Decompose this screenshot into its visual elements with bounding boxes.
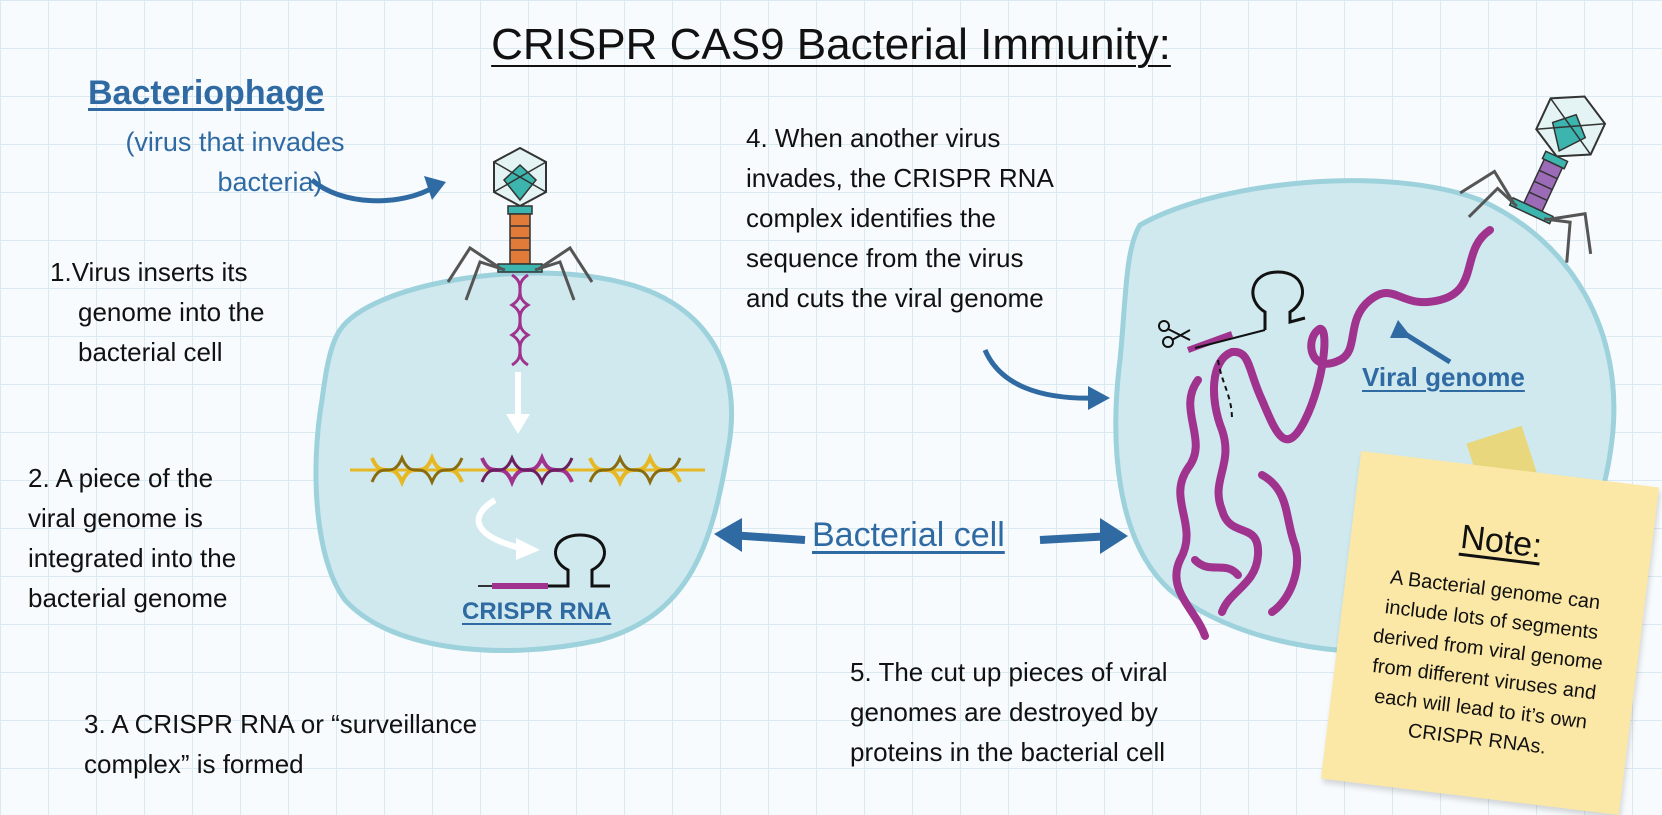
- step-5: 5. The cut up pieces of viral genomes ar…: [850, 652, 1167, 772]
- note-body: A Bacterial genome can include lots of s…: [1340, 559, 1632, 771]
- step-3-line1: 3. A CRISPR RNA or “surveillance: [84, 709, 478, 739]
- step4-pointer-arrow: [982, 348, 1099, 401]
- step-4-line2: invades, the CRISPR RNA: [746, 163, 1054, 193]
- step-3-line2: complex” is formed: [84, 749, 304, 779]
- step-4-line5: and cuts the viral genome: [746, 283, 1044, 313]
- viral-genome-strands: [1172, 226, 1494, 640]
- page-title: CRISPR CAS9 Bacterial Immunity:: [491, 20, 1171, 69]
- crispr-rna-icon: [478, 533, 610, 589]
- step-1: 1.Virus inserts its genome into the bact…: [50, 252, 264, 372]
- step-2: 2. A piece of the viral genome is integr…: [28, 458, 236, 618]
- bacteriophage-subtitle-line1: (virus that invades: [125, 127, 345, 157]
- step-4: 4. When another virus invades, the CRISP…: [746, 118, 1054, 318]
- bacteriophage-subtitle: (virus that invades bacteria): [100, 122, 370, 202]
- step-5-line1: 5. The cut up pieces of viral: [850, 657, 1168, 687]
- left-bacterial-cell: [313, 270, 735, 653]
- bacteriophage-heading: Bacteriophage: [88, 74, 325, 112]
- cas9-cut-icon: [1158, 270, 1306, 421]
- step-1-line3: bacterial cell: [78, 337, 223, 367]
- step-2-line1: 2. A piece of the: [28, 463, 214, 493]
- bacterial-cell-label: Bacterial cell: [812, 516, 1005, 554]
- step-5-line2: genomes are destroyed by: [850, 697, 1158, 727]
- bacterial-cell-left-arrow: [729, 531, 806, 544]
- bacteriophage-icon-right: [1459, 95, 1607, 263]
- step-2-line3: integrated into the: [28, 543, 237, 573]
- step-1-line2: genome into the: [78, 297, 265, 327]
- sticky-note: Note: A Bacterial genome can include lot…: [1321, 450, 1659, 815]
- bacterial-genome-icon: [350, 452, 705, 488]
- step-4-line4: sequence from the virus: [746, 243, 1024, 273]
- step-4-line1: 4. When another virus: [746, 123, 1001, 153]
- crispr-rna-label: CRISPR RNA: [462, 598, 612, 625]
- phage-pointer-arrow: [310, 178, 438, 204]
- viral-genome-label: Viral genome: [1362, 362, 1525, 392]
- step-3: 3. A CRISPR RNA or “surveillance complex…: [84, 704, 477, 784]
- step-1-line1: Virus inserts its: [71, 257, 248, 287]
- step-2-line4: bacterial genome: [28, 583, 228, 613]
- bacteriophage-subtitle-line2: bacteria): [217, 167, 323, 197]
- bacteriophage-icon-left: [446, 146, 594, 367]
- integrate-arrow: [475, 497, 521, 551]
- step-1-number: 1.: [50, 257, 72, 287]
- step-4-line3: complex identifies the: [746, 203, 997, 233]
- step-5-line3: proteins in the bacterial cell: [850, 737, 1166, 767]
- step-2-line2: viral genome is: [28, 503, 203, 533]
